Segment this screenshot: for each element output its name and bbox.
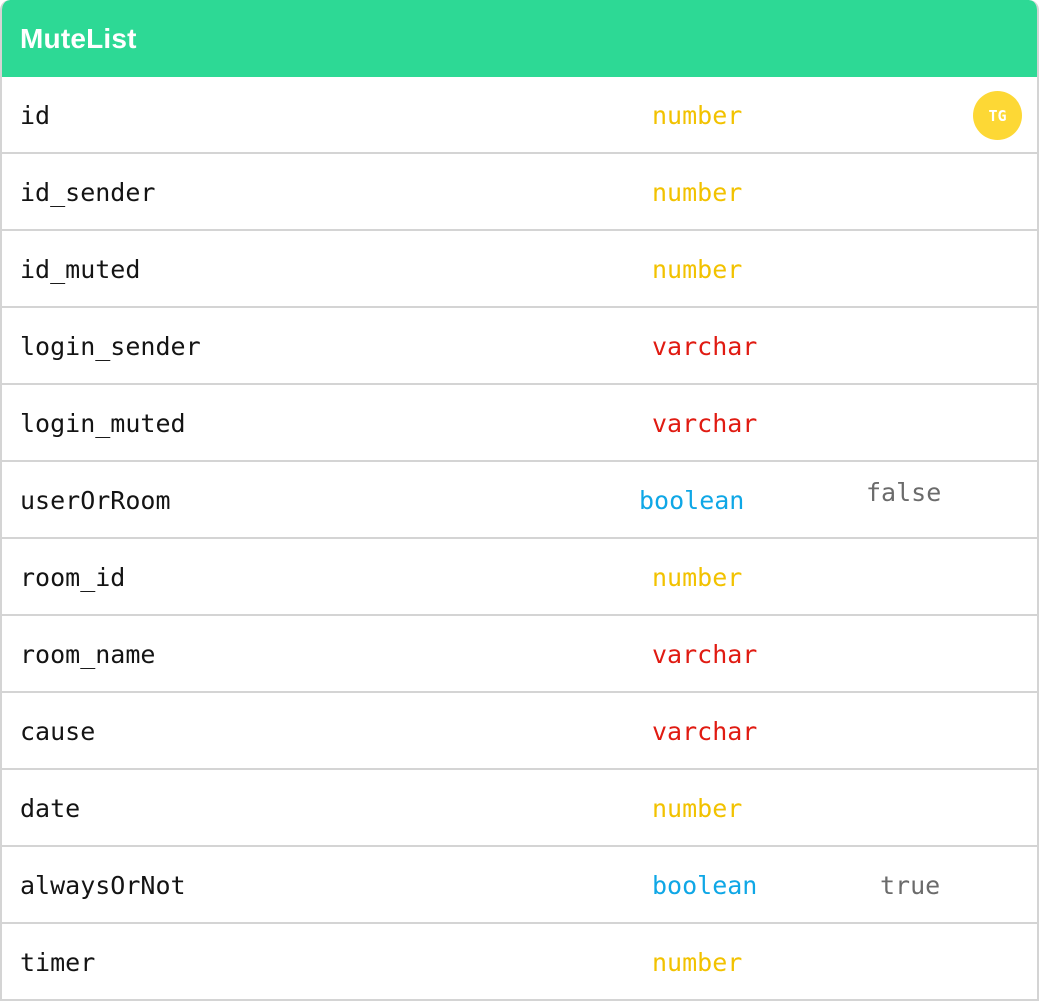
field-name: id xyxy=(20,101,51,130)
field-row-room-name: room_name varchar xyxy=(2,616,1037,693)
field-row-login-sender: login_sender varchar xyxy=(2,308,1037,385)
field-list: id number TG id_sender number id_muted n… xyxy=(2,77,1037,999)
field-name: id_sender xyxy=(20,178,156,207)
field-name: login_muted xyxy=(20,409,186,438)
table-header: MuteList xyxy=(2,0,1037,77)
field-name: userOrRoom xyxy=(20,486,171,515)
field-type: varchar xyxy=(652,717,758,746)
field-type: number xyxy=(652,255,743,284)
field-row-cause: cause varchar xyxy=(2,693,1037,770)
field-row-always-or-not: alwaysOrNot boolean true xyxy=(2,847,1037,924)
field-type: number xyxy=(652,178,743,207)
field-row-id-sender: id_sender number xyxy=(2,154,1037,231)
field-type: boolean xyxy=(652,871,758,900)
field-row-timer: timer number xyxy=(2,924,1037,999)
field-type: varchar xyxy=(652,332,758,361)
field-name: login_sender xyxy=(20,332,201,361)
field-type: number xyxy=(652,101,743,130)
field-row-room-id: room_id number xyxy=(2,539,1037,616)
field-name: id_muted xyxy=(20,255,141,284)
field-row-id: id number TG xyxy=(2,77,1037,154)
field-row-login-muted: login_muted varchar xyxy=(2,385,1037,462)
field-default-value: false xyxy=(866,478,942,507)
field-type: boolean xyxy=(639,486,745,515)
field-type: number xyxy=(652,794,743,823)
field-name: timer xyxy=(20,948,96,977)
field-row-date: date number xyxy=(2,770,1037,847)
table-title: MuteList xyxy=(20,22,137,54)
field-row-id-muted: id_muted number xyxy=(2,231,1037,308)
field-name: date xyxy=(20,794,81,823)
field-type: number xyxy=(652,563,743,592)
field-type: varchar xyxy=(652,640,758,669)
field-row-user-or-room: userOrRoom boolean false xyxy=(2,462,1037,539)
field-type: number xyxy=(652,948,743,977)
field-name: room_name xyxy=(20,640,156,669)
field-default-value: true xyxy=(880,871,941,900)
tg-badge-icon: TG xyxy=(973,91,1022,140)
field-type: varchar xyxy=(652,409,758,438)
field-name: cause xyxy=(20,717,96,746)
field-name: room_id xyxy=(20,563,126,592)
field-name: alwaysOrNot xyxy=(20,871,186,900)
